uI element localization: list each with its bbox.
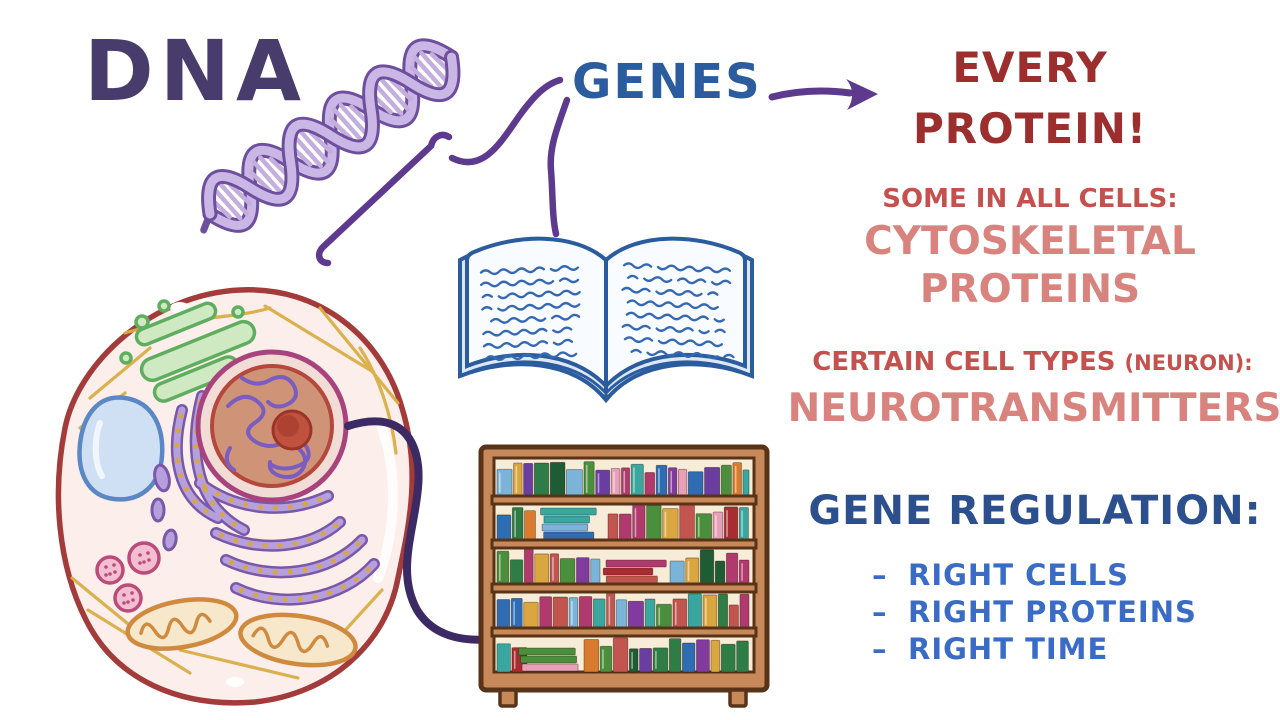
certain-cell-types-text: CERTAIN CELL TYPES bbox=[812, 347, 1116, 377]
bullet-label: RIGHT PROTEINS bbox=[908, 594, 1197, 629]
all-cells-heading: SOME IN ALL CELLS: bbox=[882, 184, 1178, 214]
genes-to-protein-arrow bbox=[768, 79, 878, 110]
certain-cell-types-heading: CERTAIN CELL TYPES (NEURON): bbox=[780, 347, 1280, 377]
bullet-dash: – bbox=[872, 557, 888, 592]
cytoskeletal-line2: PROTEINS bbox=[919, 267, 1141, 313]
bullet-label: RIGHT TIME bbox=[908, 631, 1109, 666]
cytoskeleton-fibers bbox=[70, 304, 400, 680]
bullet-right-proteins: – RIGHT PROTEINS bbox=[872, 593, 1197, 630]
gene-regulation-heading: GENE REGULATION: bbox=[808, 488, 1262, 534]
lysosomes bbox=[95, 541, 161, 613]
vacuole bbox=[77, 395, 165, 502]
nucleolus bbox=[271, 409, 313, 451]
bullet-right-cells: – RIGHT CELLS bbox=[872, 556, 1197, 593]
book-text-lines-left bbox=[479, 265, 581, 361]
shelf-feet bbox=[498, 688, 748, 708]
open-book-illustration bbox=[458, 236, 754, 404]
book-left-page bbox=[465, 236, 608, 392]
cell-to-bookshelf-connector bbox=[344, 417, 496, 644]
golgi-apparatus bbox=[119, 299, 257, 403]
helix-tail bbox=[200, 210, 214, 234]
nucleolus-shade bbox=[277, 415, 299, 437]
every-protein-line2: PROTEIN! bbox=[912, 103, 1148, 153]
endoplasmic-reticulum bbox=[150, 390, 380, 606]
bullet-dash: – bbox=[872, 594, 888, 629]
every-protein-heading: EVERY PROTEIN! bbox=[870, 38, 1190, 160]
regulation-bullet-list: – RIGHT CELLS – RIGHT PROTEINS – RIGHT T… bbox=[872, 556, 1197, 667]
bullet-label: RIGHT CELLS bbox=[908, 557, 1130, 592]
neurotransmitters-label: NEUROTRANSMITTERS bbox=[787, 386, 1280, 431]
shelf-frame bbox=[478, 444, 770, 693]
bullet-dash: – bbox=[872, 631, 888, 666]
dna-label: DNA bbox=[84, 22, 308, 120]
mitochondrion-left bbox=[125, 597, 239, 651]
book-text-lines-right bbox=[621, 262, 735, 360]
cytoskeletal-line1: CYTOSKELETAL bbox=[864, 219, 1196, 264]
nucleus bbox=[195, 349, 349, 503]
cytoskeletal-proteins-label: CYTOSKELETAL PROTEINS bbox=[845, 218, 1215, 315]
cell-membrane bbox=[55, 287, 415, 706]
gene-segment-bracket bbox=[315, 131, 453, 267]
chromatin bbox=[224, 375, 311, 480]
bullet-right-time: – RIGHT TIME bbox=[872, 630, 1197, 667]
bookshelf-books bbox=[496, 461, 750, 673]
eukaryotic-cell-illustration bbox=[55, 287, 415, 706]
book-page-edges bbox=[466, 360, 746, 400]
book-right-page bbox=[604, 236, 747, 392]
bookshelf-illustration bbox=[478, 444, 770, 708]
mitochondrion-right bbox=[238, 612, 358, 668]
neuron-qualifier: (NEURON): bbox=[1124, 351, 1253, 375]
shelf-interior bbox=[492, 456, 756, 674]
genes-to-book-connector bbox=[547, 96, 571, 238]
shelf-boards bbox=[490, 494, 758, 638]
bracket-to-genes-connector bbox=[448, 76, 564, 166]
cell-highlights bbox=[119, 298, 398, 687]
every-protein-line1: EVERY bbox=[952, 43, 1108, 92]
genes-label: GENES bbox=[572, 54, 762, 110]
book-cover bbox=[458, 240, 754, 404]
